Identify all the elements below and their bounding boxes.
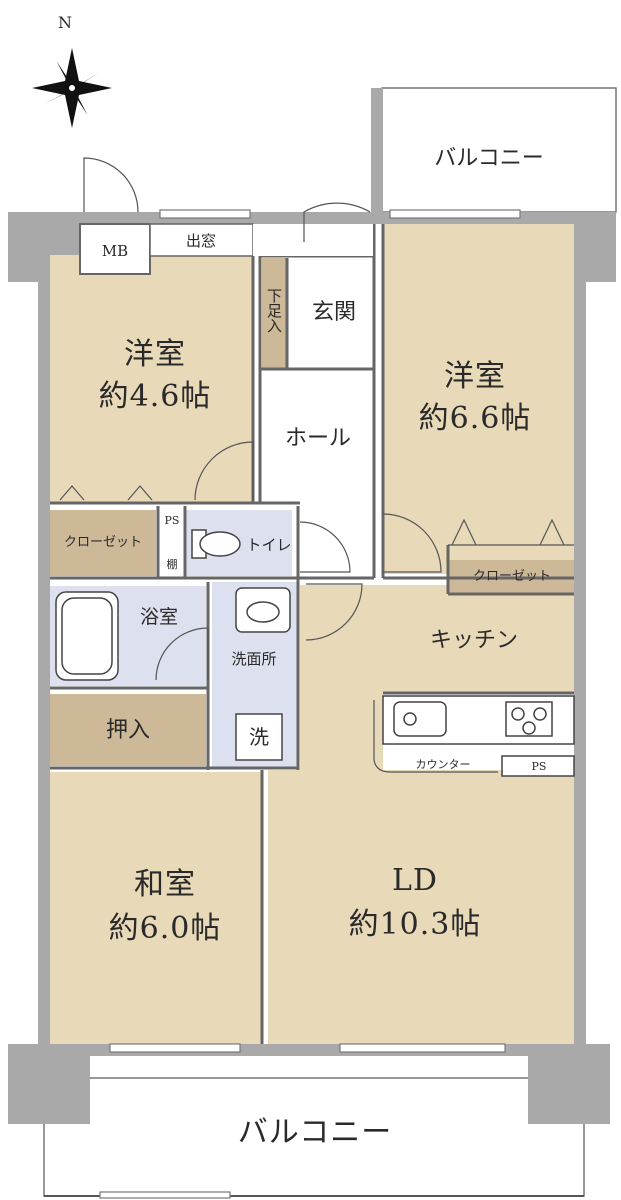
room-japanese-size: 約6.0帖 [108, 911, 222, 946]
room-ld-size: 約10.3帖 [348, 907, 482, 942]
windows [99, 209, 521, 1199]
bathtub [55, 591, 119, 681]
compass-north-label: N [58, 13, 72, 32]
wash-basin [235, 587, 291, 633]
japanese-floor [50, 772, 262, 1044]
balcony-bottom-label: バルコニー [237, 1115, 393, 1150]
washroom-label: 洗面所 [231, 650, 277, 668]
entrance-floor [288, 258, 374, 368]
washer-label: 洗 [249, 725, 269, 749]
kitchen-floor [383, 585, 574, 693]
kitchen-sink [393, 701, 447, 737]
closet-markers [59, 485, 574, 546]
bath-label: 浴室 [139, 606, 178, 628]
ps-kitchen-label: PS [531, 760, 547, 773]
room-japanese-name: 和室 [134, 867, 196, 902]
counter-label: カウンター [415, 758, 471, 771]
entrance-label: 玄関 [311, 300, 356, 325]
oshiire-label: 押入 [105, 718, 150, 743]
kitchen-ps-box [501, 755, 575, 777]
mb-box [79, 223, 151, 275]
ps-toilet-label: PS [164, 514, 180, 527]
western-left-floor [50, 255, 253, 503]
shelf-label: 棚 [166, 558, 178, 571]
washer-box [235, 713, 283, 761]
balcony-bottom-area [43, 1077, 585, 1197]
balcony-top-rail [371, 88, 383, 212]
mb-label: MB [101, 242, 129, 260]
doors [83, 157, 498, 773]
shoe-storage-label: 下足入 [265, 288, 283, 333]
balcony-top-label: バルコニー [434, 146, 544, 171]
room-western-left-size: 約4.6帖 [98, 379, 212, 414]
toilet-label: トイレ [246, 536, 292, 554]
ld-floor [268, 770, 574, 1044]
western-right-floor [383, 224, 574, 574]
hall-label: ホール [284, 426, 351, 451]
ld-floor-upper [268, 585, 383, 770]
room-western-right-name: 洋室 [444, 359, 506, 394]
compass-rose-icon [32, 48, 112, 128]
room-ld-name: LD [392, 863, 438, 898]
kitchen-label: キッチン [429, 628, 518, 653]
oshiire-floor [50, 694, 206, 766]
room-western-right-size: 約6.6帖 [418, 401, 532, 436]
bay-window-label: 出窓 [185, 232, 216, 250]
fixtures [55, 529, 575, 777]
closet-left-floor [50, 510, 156, 576]
balcony-top-area [381, 87, 617, 213]
closet-right-label: クローゼット [472, 569, 551, 584]
ps-shelf-area [160, 510, 184, 576]
room-floors [50, 224, 574, 1044]
room-western-left-name: 洋室 [124, 337, 186, 372]
toilet-bowl [199, 531, 241, 557]
shoe-storage-floor [262, 258, 286, 368]
closet-left-label: クローゼット [63, 535, 142, 550]
interior-walls [50, 224, 574, 1044]
stove [505, 701, 553, 737]
